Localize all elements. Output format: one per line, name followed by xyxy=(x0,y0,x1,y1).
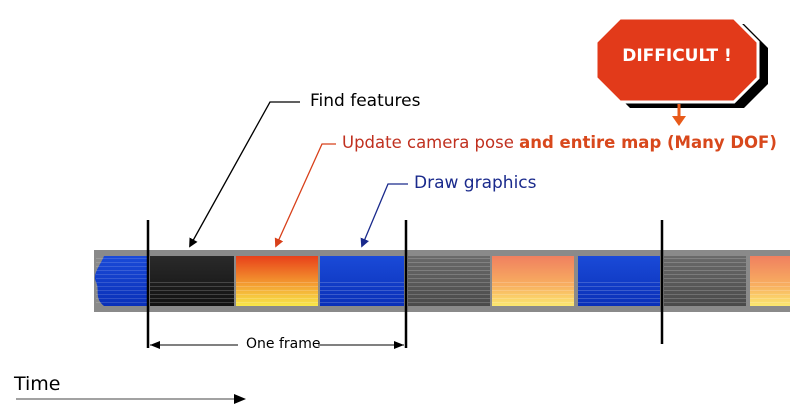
time-label: Time xyxy=(14,373,61,395)
draw-graphics-label: Draw graphics xyxy=(414,173,537,193)
update-leader-line xyxy=(274,143,336,248)
one-frame-dimension xyxy=(150,341,404,349)
difficult-badge-text: DIFFICULT ! xyxy=(622,46,732,66)
difficult-badge xyxy=(594,16,768,126)
find-features-label: Find features xyxy=(310,91,421,111)
draw-leader-line xyxy=(360,183,408,248)
update-label-part2: and entire map (Many DOF) xyxy=(519,133,777,152)
update-label: Update camera pose and entire map (Many … xyxy=(342,133,777,152)
timeline-track xyxy=(94,250,790,312)
time-axis-arrow xyxy=(16,394,246,404)
update-label-part1: Update camera pose xyxy=(342,133,514,152)
one-frame-label: One frame xyxy=(246,336,321,352)
partial-draw-stripes xyxy=(96,256,148,306)
find-leader-line xyxy=(189,101,300,248)
